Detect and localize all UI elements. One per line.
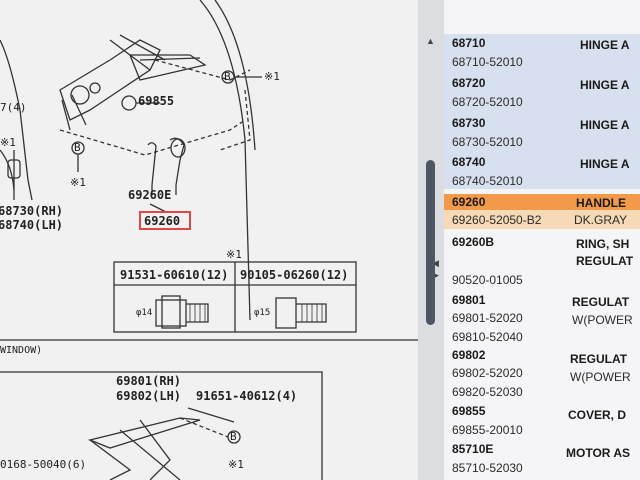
label-phi14: φ14 (136, 308, 153, 318)
scroll-up-icon[interactable]: ▲ (426, 36, 435, 46)
part-desc: COVER, D (568, 408, 627, 422)
selected-row-highlight (444, 194, 640, 210)
label-68740[interactable]: 68740(LH) (0, 218, 64, 232)
part-code: 69260B (452, 235, 495, 249)
part-number: 69260-52050-B2 (452, 213, 542, 227)
part-desc-2: REGULAT (576, 254, 634, 268)
scroll-thumb[interactable] (426, 160, 435, 325)
part-desc: REGULAT (570, 352, 628, 366)
part-code: 69260 (452, 195, 486, 209)
list-highlight-hinges (444, 34, 640, 113)
part-code: 68720 (452, 76, 486, 90)
part-desc: HINGE A (580, 157, 630, 171)
label-note-1b: ※1 (70, 176, 86, 189)
list-highlight-hinges-2 (444, 113, 640, 189)
label-69260e[interactable]: 69260E (128, 188, 172, 202)
part-desc: MOTOR AS (566, 446, 631, 460)
label-0168[interactable]: 0168-50040(6) (0, 458, 87, 471)
part-desc: HINGE A (580, 78, 630, 92)
label-91651[interactable]: 91651-40612(4) (196, 389, 298, 403)
part-code: 69802 (452, 348, 486, 362)
part-desc-2: DK.GRAY (574, 213, 628, 227)
collapse-left-icon[interactable]: ◀ (432, 258, 439, 268)
part-number-2: 69810-52040 (452, 330, 523, 344)
part-number: 69855-20010 (452, 423, 523, 437)
part-desc: REGULAT (572, 295, 630, 309)
label-69801[interactable]: 69801(RH) (116, 374, 182, 388)
part-desc: RING, SH (576, 237, 630, 251)
label-bolt-90105[interactable]: 90105-06260(12) (240, 268, 349, 282)
label-7-4: 7(4) (0, 101, 27, 114)
selected-row-subhighlight (444, 210, 640, 229)
label-69855[interactable]: 69855 (138, 94, 175, 108)
part-number: 69802-52020 (452, 366, 523, 380)
label-69260[interactable]: 69260 (144, 214, 181, 228)
label-68730[interactable]: 68730(RH) (0, 204, 64, 218)
expand-right-icon[interactable]: ▶ (432, 270, 439, 280)
diagram-lines (0, 0, 418, 480)
part-desc: HINGE A (580, 118, 630, 132)
label-bolt-91531[interactable]: 91531-60610(12) (120, 268, 229, 282)
parts-diagram: 69855 69260E 69260 68730(RH) 68740(LH) 7… (0, 0, 418, 480)
part-code: 69801 (452, 293, 486, 307)
part-code: 85710E (452, 442, 494, 456)
part-code: 69855 (452, 404, 486, 418)
part-number: 90520-01005 (452, 273, 523, 287)
part-code: 68740 (452, 155, 486, 169)
part-desc-2: W(POWER (570, 370, 631, 384)
part-number-2: 69820-52030 (452, 385, 523, 399)
label-b-1: B (224, 70, 231, 83)
label-phi15: φ15 (254, 308, 271, 318)
label-note-1d: ※1 (228, 458, 244, 471)
label-note-1e: ※1 (0, 136, 16, 149)
list-scrollbar[interactable]: ▲ ◀ ▶ (418, 0, 444, 480)
label-note-1c: ※1 (226, 248, 242, 261)
part-desc-2: W(POWER (572, 313, 633, 327)
part-number: 68720-52010 (452, 95, 523, 109)
label-b-2: B (74, 141, 81, 154)
part-desc: HANDLE (576, 196, 626, 210)
part-number: 69801-52020 (452, 311, 523, 325)
part-desc: HINGE A (580, 38, 630, 52)
part-code: 68710 (452, 36, 486, 50)
label-69802[interactable]: 69802(LH) (116, 389, 182, 403)
part-number: 68740-52010 (452, 174, 523, 188)
part-number: 68710-52010 (452, 55, 523, 69)
part-number: 68730-52010 (452, 135, 523, 149)
label-window: WINDOW) (0, 345, 43, 356)
label-b-3: B (230, 430, 237, 443)
selected-part-callout[interactable]: 69260 (139, 211, 191, 230)
label-note-1a: ※1 (264, 70, 280, 83)
part-number: 85710-52030 (452, 461, 523, 475)
parts-list: 68710 HINGE A 68710-52010 68720 HINGE A … (444, 0, 640, 480)
part-code: 68730 (452, 116, 486, 130)
